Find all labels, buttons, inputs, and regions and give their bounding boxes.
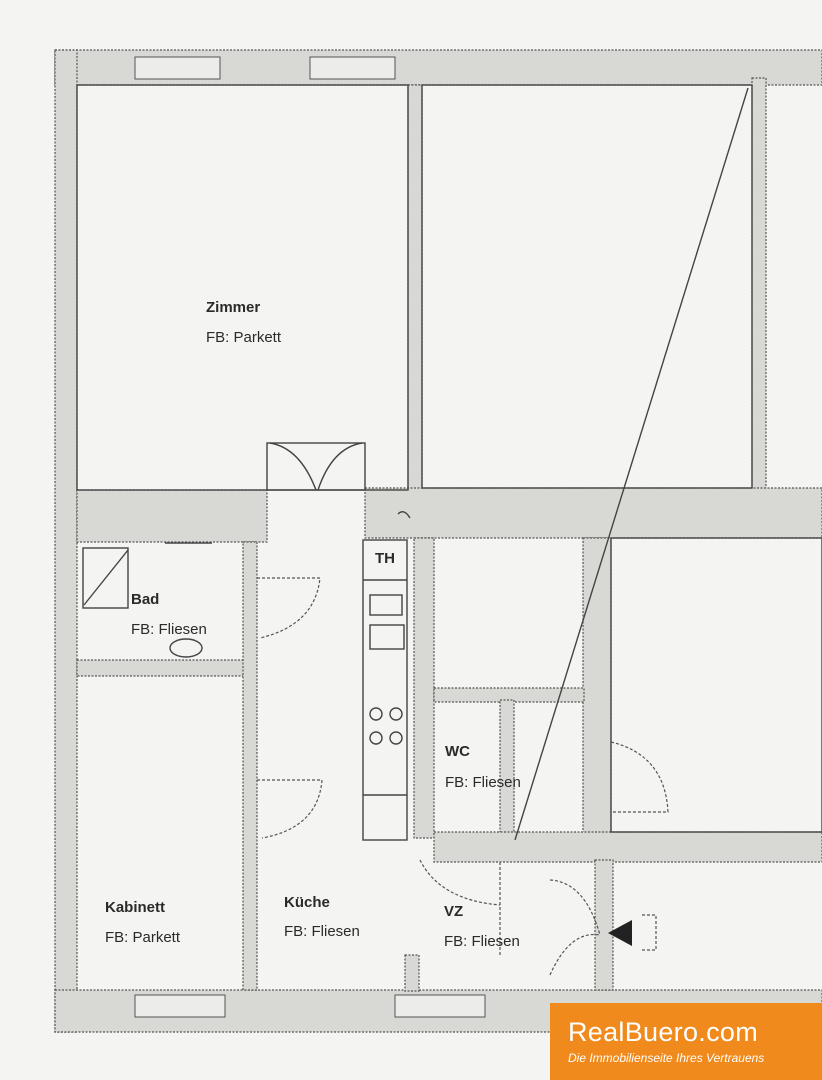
interior-wall [433, 831, 822, 863]
zimmer-outline [76, 84, 409, 491]
interior-wall [582, 537, 612, 839]
shower-tray [82, 547, 129, 609]
door-swing [257, 577, 321, 639]
interior-wall [76, 659, 248, 677]
interior-wall [413, 537, 435, 839]
room-outline [610, 537, 822, 833]
interior-wall [76, 489, 268, 543]
interior-wall [499, 699, 515, 841]
wc-floor: FB: Fliesen [445, 774, 521, 791]
entrance-bracket [642, 914, 657, 951]
window [134, 56, 221, 80]
bad-floor: FB: Fliesen [131, 621, 207, 638]
vz-name: VZ [444, 903, 463, 920]
window [309, 56, 396, 80]
kabinett-floor: FB: Parkett [105, 929, 181, 946]
interior-wall [364, 487, 822, 539]
door-swing [269, 442, 317, 491]
door-frame [266, 442, 366, 491]
vz-floor: FB: Fliesen [444, 933, 520, 950]
zimmer-name: Zimmer [206, 299, 260, 316]
kueche-floor: FB: Fliesen [284, 923, 360, 940]
door-swing [397, 511, 411, 519]
window [394, 994, 486, 1018]
kitchen-sink [369, 594, 403, 616]
window [134, 994, 226, 1018]
stove-burner [389, 707, 403, 721]
th-label: TH [375, 550, 395, 567]
door-swing [317, 442, 363, 491]
sink [169, 638, 203, 658]
interior-wall [594, 859, 614, 991]
realbuero-logo[interactable]: RealBuero.com Die Immobilienseite Ihres … [550, 1003, 822, 1080]
interior-wall [242, 541, 258, 991]
bad-name: Bad [131, 591, 159, 608]
shower-line [83, 549, 129, 606]
logo-name: RealBuero.com [568, 1017, 758, 1047]
kabinett-name: Kabinett [105, 899, 165, 916]
kitchen-dishwasher [369, 624, 405, 650]
kueche-name: Küche [284, 894, 330, 911]
diagonal-line [514, 87, 749, 841]
door-swing [257, 779, 323, 839]
door-swing [549, 933, 601, 976]
outer-wall-left [54, 49, 78, 1033]
zimmer-floor: FB: Parkett [206, 329, 282, 346]
stove-burner [389, 731, 403, 745]
room-outline [421, 84, 753, 489]
door-swing [610, 741, 669, 813]
stove-burner [369, 707, 383, 721]
entrance-arrow-icon [608, 920, 632, 946]
interior-wall [407, 84, 423, 494]
stove-burner [369, 731, 383, 745]
logo-tagline: Die Immobilienseite Ihres Vertrauens [568, 1051, 765, 1065]
kitchen-counter [362, 539, 408, 841]
door-swing [419, 859, 501, 906]
wc-name: WC [445, 743, 470, 760]
interior-wall [404, 954, 420, 992]
door-swing [549, 879, 601, 936]
interior-wall [751, 77, 767, 491]
